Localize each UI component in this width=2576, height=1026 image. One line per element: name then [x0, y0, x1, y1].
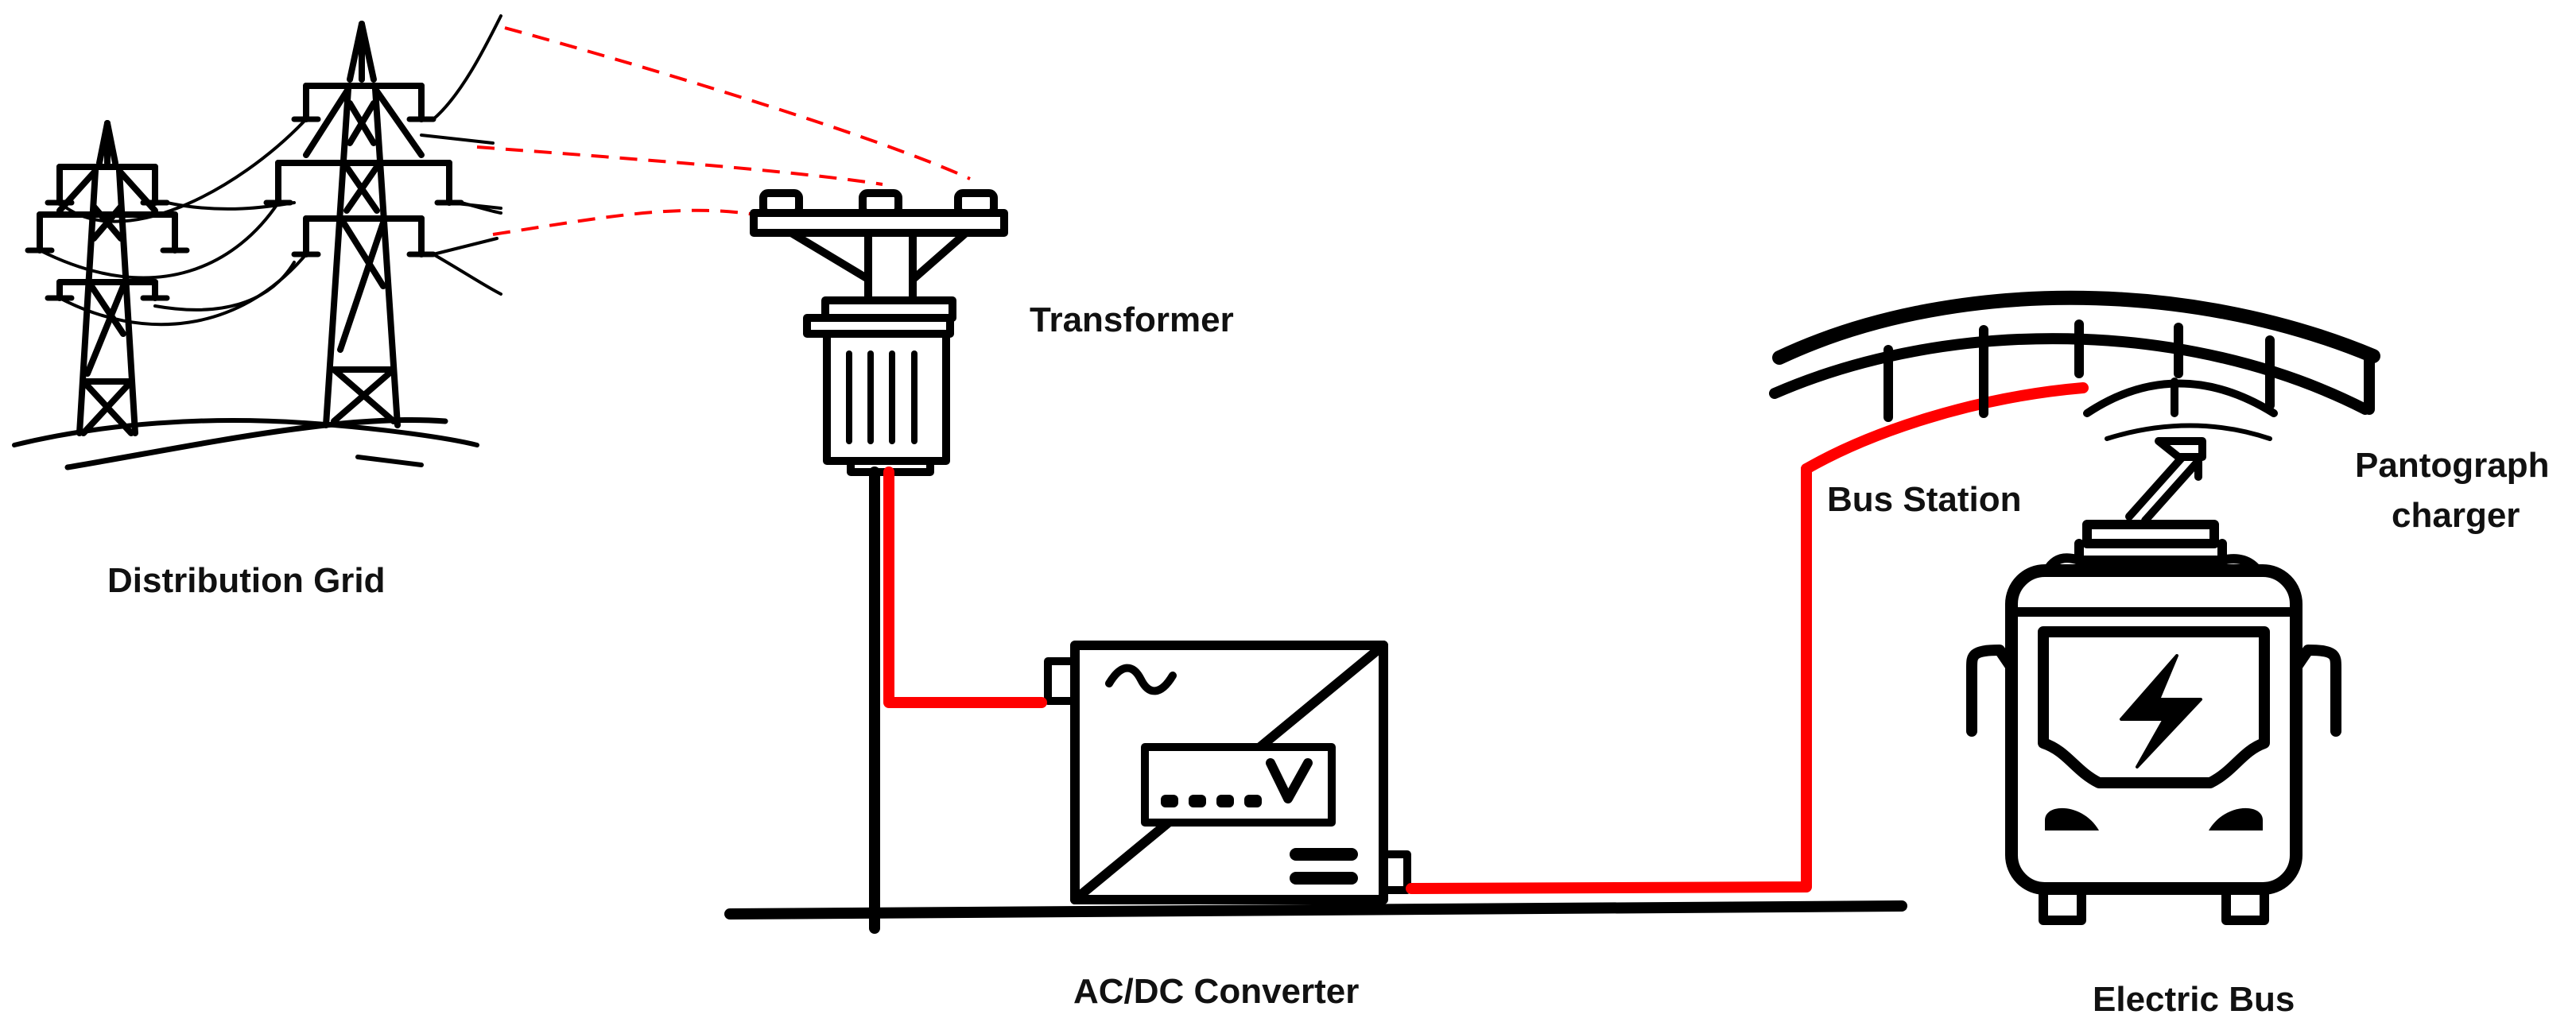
label-transformer: Transformer [1030, 300, 1234, 339]
bus-lights [2045, 807, 2263, 830]
lightning-bolt-icon [2120, 654, 2202, 769]
label-pantograph-line1: Pantograph [2355, 446, 2549, 485]
display-dots [1161, 795, 1262, 807]
pantograph [2125, 437, 2206, 525]
power-path [883, 382, 2089, 894]
label-ac-dc-converter: AC/DC Converter [1073, 972, 1359, 1011]
label-bus-station: Bus Station [1827, 480, 2021, 519]
label-pantograph-line2: charger [2392, 496, 2520, 535]
transformer [750, 189, 1008, 934]
bus-station-canopy [1769, 290, 2380, 441]
feeder-lines [476, 26, 971, 236]
large-pylon [275, 21, 452, 428]
label-electric-bus: Electric Bus [2093, 980, 2295, 1019]
distribution-grid [12, 14, 502, 470]
label-distribution-grid: Distribution Grid [107, 561, 386, 600]
electric-bus [1966, 520, 2341, 925]
ac-dc-converter [1044, 641, 1411, 904]
ground-line [724, 900, 1907, 920]
